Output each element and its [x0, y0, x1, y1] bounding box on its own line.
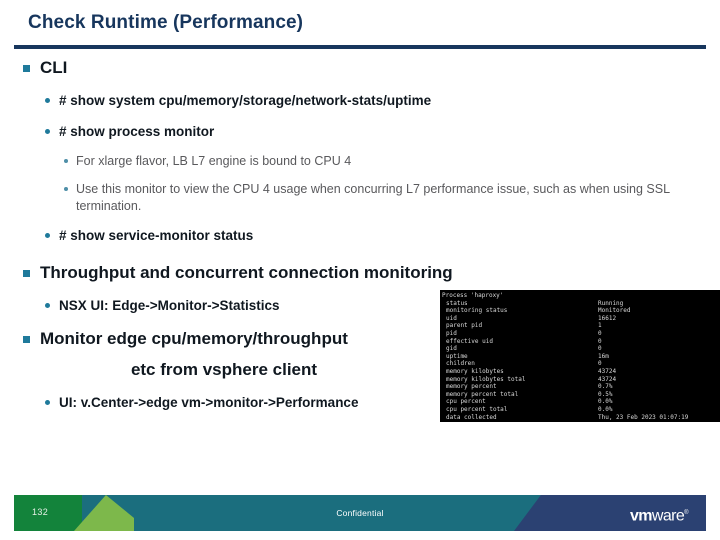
terminal-row-value: 0.5% [598, 390, 613, 398]
terminal-row: uptime 16m [440, 353, 720, 361]
terminal-row-key: memory kilobytes total [446, 375, 526, 383]
terminal-row-value: 16m [598, 352, 609, 360]
square-bullet-icon [23, 270, 30, 277]
bullet-level3-use-this-monitor: Use this monitor to view the CPU 4 usage… [62, 181, 676, 215]
bullet-text: Use this monitor to view the CPU 4 usage… [76, 182, 670, 213]
terminal-row: cpu percent 0.0% [440, 398, 720, 406]
terminal-row-key: data collected [446, 413, 497, 421]
terminal-row-key: cpu percent [446, 398, 486, 406]
terminal-row-key: uid [446, 314, 457, 322]
slide-body: CLI # show system cpu/memory/storage/net… [0, 56, 720, 413]
terminal-row-value: Running [598, 299, 624, 307]
terminal-row-key: status [446, 299, 468, 307]
terminal-row-key: memory kilobytes [446, 367, 504, 375]
terminal-row-value: 16612 [598, 314, 617, 322]
terminal-row: uid 16612 [440, 315, 720, 323]
footer-green-block [14, 495, 82, 531]
terminal-row: data collected Thu, 23 Feb 2023 01:07:19 [440, 414, 720, 422]
terminal-row-value: 43724 [598, 375, 617, 383]
terminal-row-value: 0.0% [598, 405, 613, 413]
terminal-row: memory kilobytes total 43724 [440, 376, 720, 384]
terminal-row-key: uptime [446, 352, 468, 360]
terminal-row: effective uid 0 [440, 338, 720, 346]
terminal-row-value: 0.0% [598, 398, 613, 406]
terminal-row-key: parent pid [446, 322, 483, 330]
title-divider [14, 45, 706, 49]
terminal-row: monitoring status Monitored [440, 307, 720, 315]
bullet-level2-service-monitor-status: # show service-monitor status [44, 226, 720, 246]
terminal-row: gid 0 [440, 345, 720, 353]
terminal-header: Process 'haproxy' [442, 292, 504, 299]
terminal-row-key: children [446, 360, 475, 368]
terminal-row-value: Thu, 23 Feb 2023 01:07:19 [598, 413, 689, 421]
bullet-text: # show system cpu/memory/storage/network… [59, 93, 432, 108]
bullet-level2-show-process-monitor: # show process monitor [44, 122, 720, 142]
bullet-text: # show process monitor [59, 124, 215, 139]
bullet-text: CLI [40, 58, 68, 77]
round-bullet-icon [45, 233, 50, 238]
round-bullet-icon [64, 187, 68, 191]
terminal-row-key: memory percent [446, 383, 497, 391]
terminal-row-key: gid [446, 345, 457, 353]
terminal-row-value: 0 [598, 360, 602, 368]
bullet-text: Monitor edge cpu/memory/throughput [40, 329, 348, 348]
terminal-row-value: 1 [598, 322, 602, 330]
page-title: Check Runtime (Performance) [28, 12, 304, 33]
round-bullet-icon [45, 129, 50, 134]
terminal-row-key: effective uid [446, 337, 493, 345]
terminal-row-value: 0.7% [598, 383, 613, 391]
round-bullet-icon [45, 400, 50, 405]
bullet-text: Throughput and concurrent connection mon… [40, 263, 453, 282]
vmware-logo: vmware® [629, 504, 689, 525]
bullet-level2-vcenter-performance: UI: v.Center->edge vm->monitor->Performa… [44, 393, 720, 413]
terminal-row-value: 0 [598, 337, 602, 345]
terminal-row-key: memory percent total [446, 390, 519, 398]
bullet-level1-cli: CLI [22, 56, 720, 80]
footer-navy-block [514, 495, 706, 531]
terminal-row: parent pid 1 [440, 322, 720, 330]
vmware-logo-vm: vm [629, 507, 653, 525]
bullet-text: NSX UI: Edge->Monitor->Statistics [59, 298, 280, 313]
vmware-logo-tm: ® [684, 510, 688, 516]
bullet-text: # show service-monitor status [59, 228, 254, 243]
square-bullet-icon [23, 65, 30, 72]
terminal-row-key: pid [446, 329, 457, 337]
terminal-row: memory percent 0.7% [440, 383, 720, 391]
round-bullet-icon [45, 98, 50, 103]
terminal-row: status Running [440, 300, 720, 308]
bullet-level2-show-system: # show system cpu/memory/storage/network… [44, 91, 720, 111]
bullet-level2-nsx-ui-statistics: NSX UI: Edge->Monitor->Statistics [44, 296, 720, 316]
terminal-row-key: monitoring status [446, 307, 508, 315]
terminal-row-value: 0 [598, 329, 602, 337]
terminal-row: cpu percent total 0.0% [440, 406, 720, 414]
square-bullet-icon [23, 336, 30, 343]
round-bullet-icon [64, 159, 68, 163]
terminal-row-value: 43724 [598, 367, 617, 375]
slide-footer: 132 Confidential vmware® [14, 495, 706, 531]
vmware-logo-ware: ware [651, 507, 685, 525]
confidential-label: Confidential [336, 508, 384, 518]
terminal-row-key: cpu percent total [446, 405, 508, 413]
terminal-row-value: Monitored [598, 307, 631, 315]
terminal-row: memory kilobytes 43724 [440, 368, 720, 376]
terminal-row: pid 0 [440, 330, 720, 338]
bullet-level1-monitor-edge: Monitor edge cpu/memory/throughput [22, 327, 720, 351]
terminal-row: children 0 [440, 360, 720, 368]
round-bullet-icon [45, 303, 50, 308]
page-number: 132 [32, 507, 49, 517]
bullet-continuation-vsphere-client: etc from vsphere client [130, 360, 318, 379]
bullet-text: For xlarge flavor, LB L7 engine is bound… [76, 154, 352, 168]
bullet-text: UI: v.Center->edge vm->monitor->Performa… [59, 395, 359, 410]
terminal-row: memory percent total 0.5% [440, 391, 720, 399]
footer-teal-block [134, 495, 554, 531]
terminal-row-value: 0 [598, 345, 602, 353]
bullet-level3-xlarge-flavor: For xlarge flavor, LB L7 engine is bound… [62, 153, 676, 170]
bullet-level1-throughput: Throughput and concurrent connection mon… [22, 261, 720, 285]
